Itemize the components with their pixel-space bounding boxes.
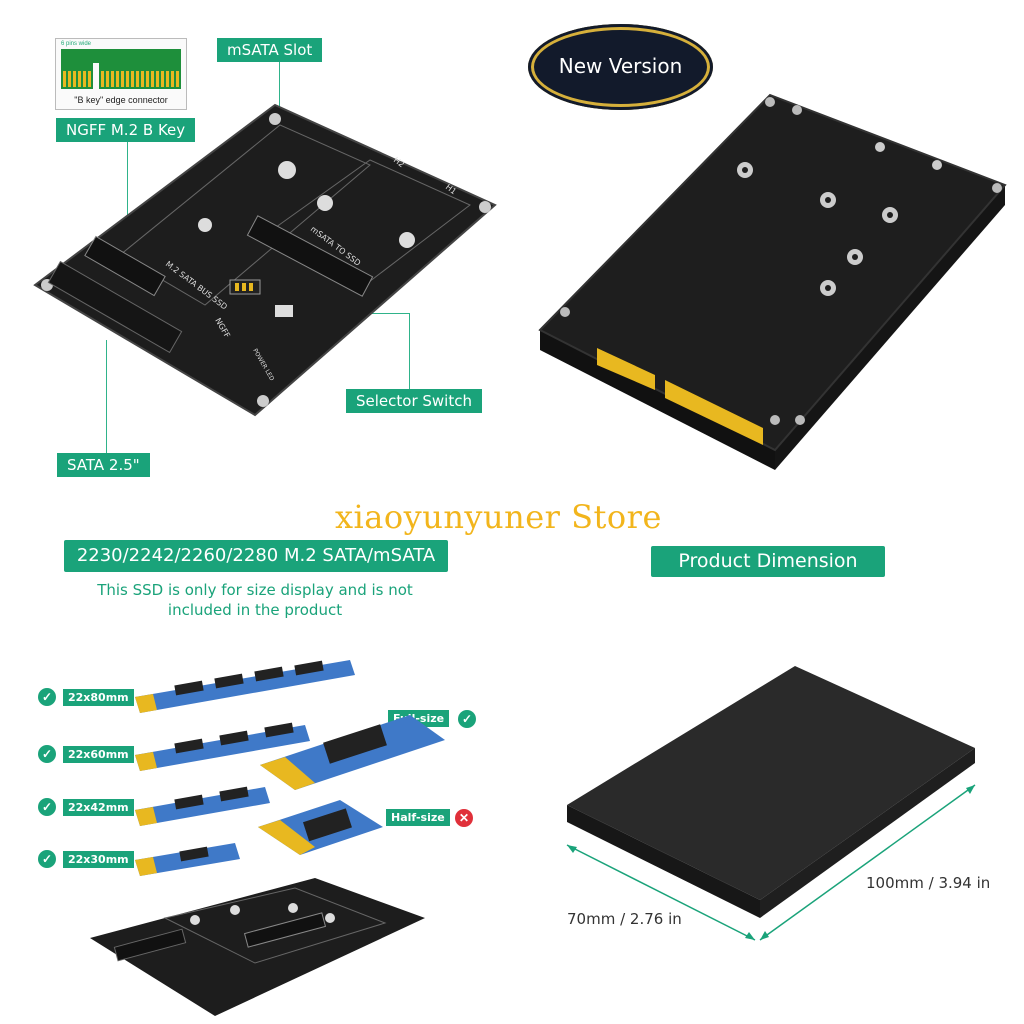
check-icon-60: ✓ xyxy=(38,745,56,763)
selector-callout-line-v xyxy=(409,313,410,389)
size-label-60: 22x60mm xyxy=(63,746,134,763)
size-label-30: 22x30mm xyxy=(63,851,134,868)
new-version-badge: New Version xyxy=(528,24,713,110)
selector-switch-label: Selector Switch xyxy=(346,389,482,413)
ssd-2260 xyxy=(135,722,310,771)
enclosure-top-illustration xyxy=(538,93,1007,470)
ngff-label: NGFF M.2 B Key xyxy=(56,118,196,142)
adapter-board-small-illustration xyxy=(90,878,425,1016)
ngff-callout-line xyxy=(127,142,128,267)
edge-connector-inset: 6 pins wide "B key" edge connector xyxy=(55,38,187,110)
check-icon-30: ✓ xyxy=(38,850,56,868)
check-icon-42: ✓ xyxy=(38,798,56,816)
half-size-label: Half-size xyxy=(386,809,450,826)
ssd-2242 xyxy=(135,786,270,826)
edge-pin-note: 6 pins wide xyxy=(61,41,92,47)
check-icon-80: ✓ xyxy=(38,688,56,706)
width-dimension: 70mm / 2.76 in xyxy=(567,910,682,928)
ssd-2230 xyxy=(135,843,240,876)
sata-callout-line xyxy=(106,340,107,453)
adapter-board-illustration: M.2 SATA BUS SSD mSATA TO SSD H1 H2 NGFF… xyxy=(33,103,497,417)
ssd-sizes-header: 2230/2242/2260/2280 M.2 SATA/mSATA SSD xyxy=(64,540,448,598)
ssd-note: This SSD is only for size display and is… xyxy=(97,581,413,619)
ssd-2280 xyxy=(135,660,355,713)
edge-connector-illustration xyxy=(61,49,181,89)
product-dimension-header: Product Dimension xyxy=(651,546,885,577)
msata-full xyxy=(260,715,445,790)
size-label-42: 22x42mm xyxy=(63,799,134,816)
store-watermark: xiaoyunyuner Store xyxy=(335,498,662,536)
length-dimension: 100mm / 3.94 in xyxy=(866,874,991,892)
edge-connector-caption: "B key" edge connector xyxy=(74,95,168,105)
size-label-80: 22x80mm xyxy=(63,689,134,706)
sata-label: SATA 2.5" xyxy=(57,453,150,477)
msata-slot-label: mSATA Slot xyxy=(217,38,323,62)
ssd-cards-illustration xyxy=(135,660,445,876)
half-size-cross-icon: ✕ xyxy=(455,809,473,827)
new-version-text: New Version xyxy=(558,54,683,78)
enclosure-dimension-illustration xyxy=(566,666,976,941)
full-size-check-icon: ✓ xyxy=(458,710,476,728)
msata-half xyxy=(258,800,383,855)
